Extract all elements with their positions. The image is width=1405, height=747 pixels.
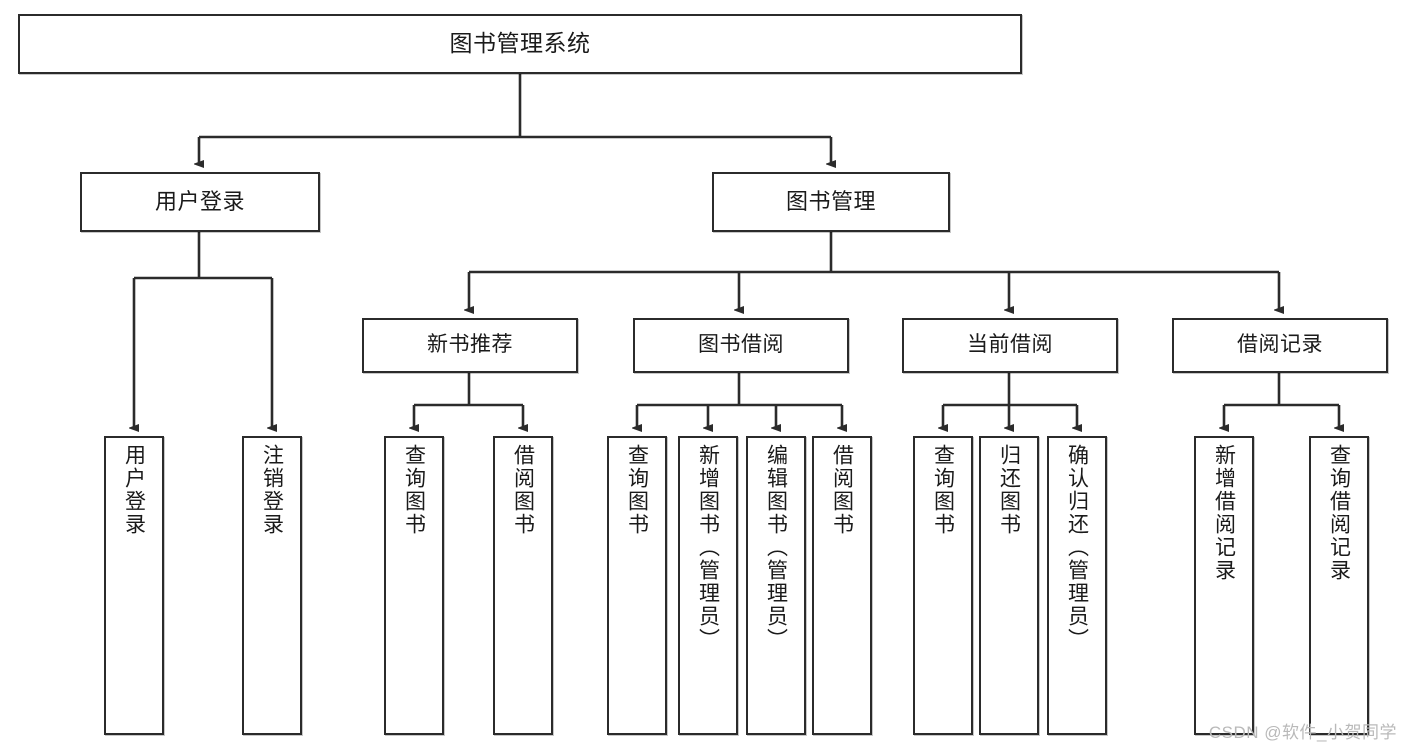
leaf-return-book[interactable]: 归还图书 (979, 436, 1039, 735)
node-label: 新增借阅记录 (1212, 444, 1236, 582)
node-label: 用户登录 (154, 189, 245, 215)
leaf-user-login[interactable]: 用户登录 (104, 436, 164, 735)
node-label: 用户登录 (122, 444, 146, 536)
node-root-system[interactable]: 图书管理系统 (18, 14, 1022, 74)
node-label: 借阅图书 (511, 444, 535, 536)
node-new-book-recommend[interactable]: 新书推荐 (362, 318, 578, 373)
node-label: 注销登录 (260, 444, 284, 536)
node-label: 查询图书 (625, 444, 649, 536)
node-label: 查询图书 (931, 444, 955, 536)
watermark-text: CSDN @软件_小贺同学 (1208, 723, 1397, 742)
leaf-add-borrow-record[interactable]: 新增借阅记录 (1194, 436, 1254, 735)
node-label: 图书管理 (785, 189, 876, 215)
node-label: 确认归还（管理员） (1065, 444, 1089, 651)
node-label: 借阅图书 (830, 444, 854, 536)
node-label: 编辑图书（管理员） (764, 444, 788, 651)
leaf-confirm-return-admin[interactable]: 确认归还（管理员） (1047, 436, 1107, 735)
node-book-management[interactable]: 图书管理 (712, 172, 950, 232)
leaf-add-book-admin[interactable]: 新增图书（管理员） (678, 436, 738, 735)
node-label: 新书推荐 (427, 333, 513, 357)
node-user-login[interactable]: 用户登录 (80, 172, 320, 232)
leaf-query-book-recommend[interactable]: 查询图书 (384, 436, 444, 735)
leaf-query-book-current[interactable]: 查询图书 (913, 436, 973, 735)
node-label: 新增图书（管理员） (696, 444, 720, 651)
leaf-edit-book-admin[interactable]: 编辑图书（管理员） (746, 436, 806, 735)
node-label: 查询图书 (402, 444, 426, 536)
leaf-borrow-book-recommend[interactable]: 借阅图书 (493, 436, 553, 735)
node-book-borrow[interactable]: 图书借阅 (633, 318, 849, 373)
node-current-borrow[interactable]: 当前借阅 (902, 318, 1118, 373)
node-label: 当前借阅 (967, 333, 1053, 357)
node-label: 图书管理系统 (449, 30, 591, 57)
leaf-query-book-borrow[interactable]: 查询图书 (607, 436, 667, 735)
node-label: 查询借阅记录 (1327, 444, 1351, 582)
node-borrow-record[interactable]: 借阅记录 (1172, 318, 1388, 373)
node-label: 图书借阅 (698, 333, 784, 357)
leaf-logout[interactable]: 注销登录 (242, 436, 302, 735)
node-label: 归还图书 (997, 444, 1021, 536)
leaf-borrow-book[interactable]: 借阅图书 (812, 436, 872, 735)
node-label: 借阅记录 (1237, 333, 1323, 357)
leaf-query-borrow-record[interactable]: 查询借阅记录 (1309, 436, 1369, 735)
